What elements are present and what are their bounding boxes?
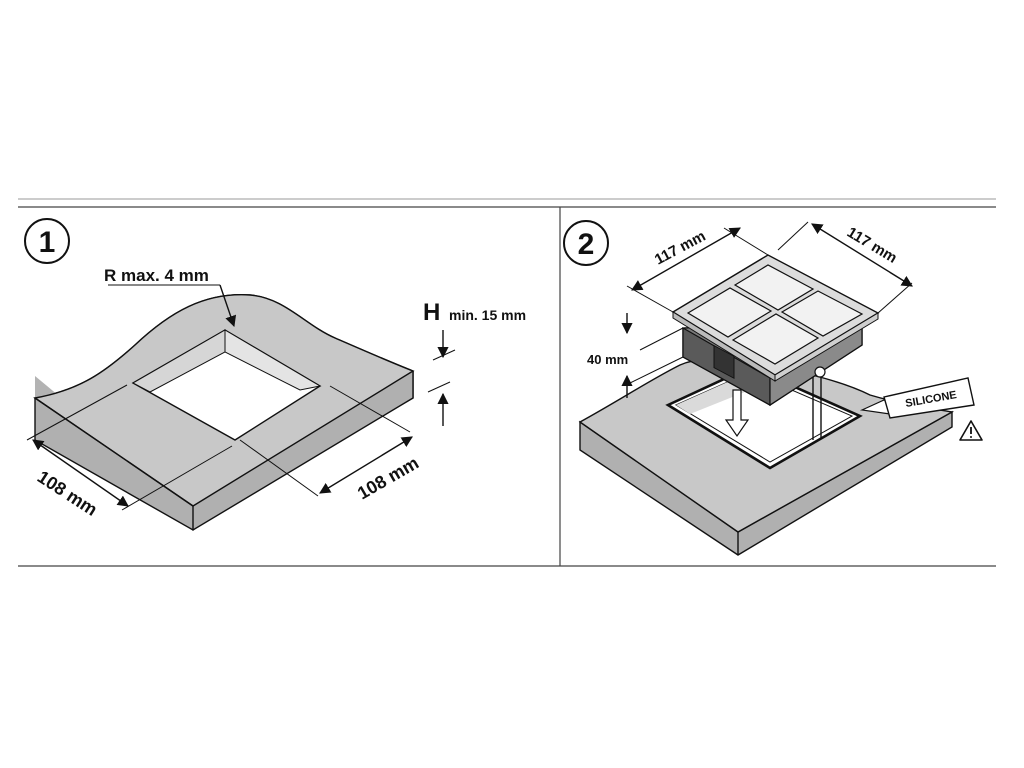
panel-2: 2 [563, 220, 983, 556]
height-arrows [427, 330, 456, 426]
width-left-dimension [26, 384, 233, 511]
dim-right-dimension [777, 221, 913, 314]
step-number-2-text: 2 [578, 228, 595, 261]
depth-dimension [621, 313, 684, 398]
step-number-1: 1 [24, 218, 70, 264]
width-right-dimension [239, 385, 413, 497]
dim-left-dimension [626, 227, 769, 313]
panel-frame [18, 198, 996, 567]
depth-label: 40 mm [587, 352, 628, 367]
step-number-1-text: 1 [39, 226, 56, 259]
height-letter: H [423, 299, 440, 326]
warning-triangle-icon [959, 420, 983, 441]
silicone-tube [859, 377, 975, 419]
radius-label: R max. 4 mm [104, 266, 209, 285]
width-right-label: 108 mm [354, 453, 422, 504]
panel-1: 1 R max. 4 mm H min. 15 [24, 218, 526, 531]
step-number-2: 2 [563, 220, 609, 266]
insert-down-arrow [724, 389, 750, 438]
height-label: min. 15 mm [449, 307, 526, 323]
cutout-hole [131, 329, 322, 441]
width-left-label: 108 mm [34, 467, 101, 520]
radius-leader [108, 284, 237, 328]
